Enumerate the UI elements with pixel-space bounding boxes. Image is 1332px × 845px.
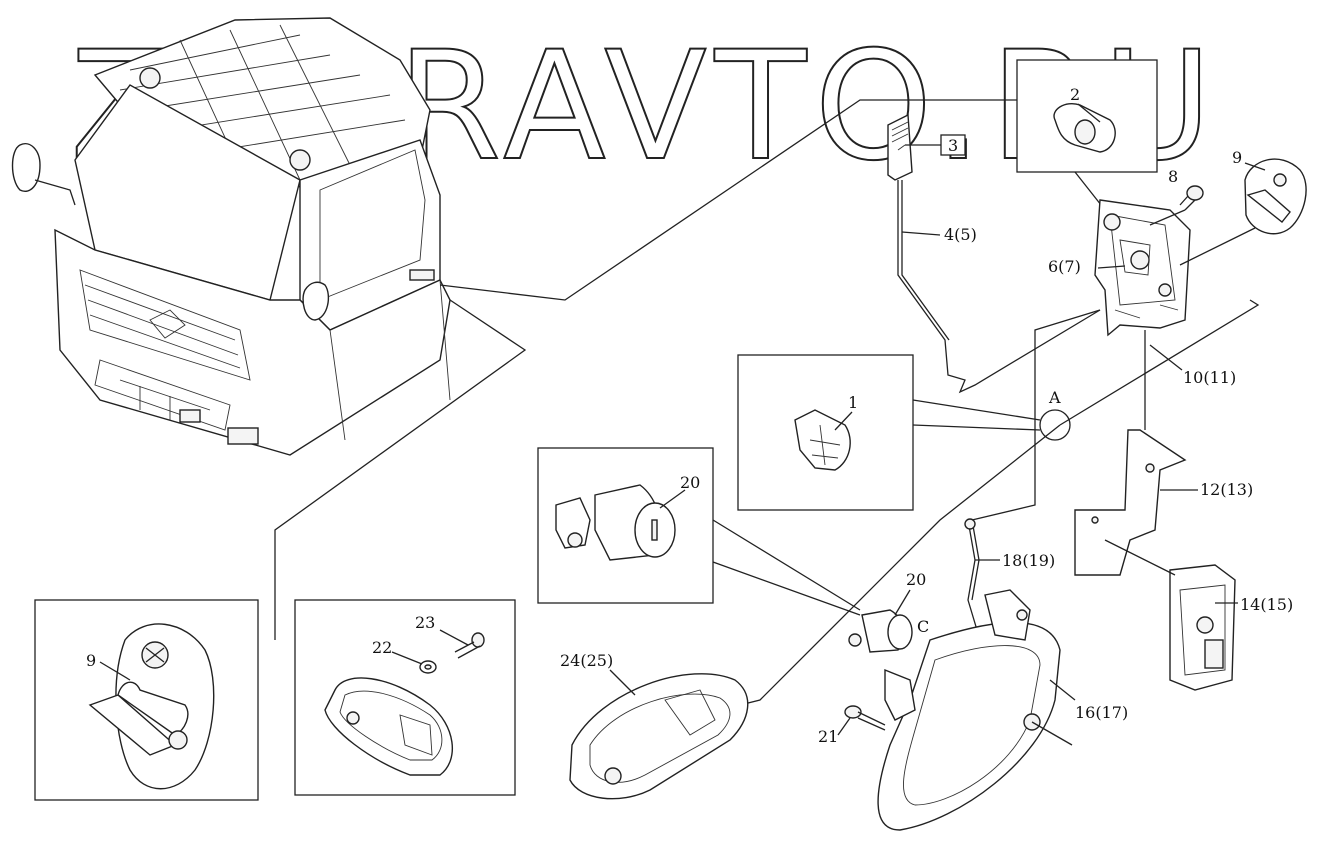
key-cylinder-part-20 <box>848 609 913 653</box>
view-a-marker <box>1039 409 1071 441</box>
inside-lock-knob-part-3 <box>887 113 913 181</box>
callout-view-c: C <box>917 617 929 636</box>
leader-10 <box>1149 344 1183 371</box>
door-striker-part-9 <box>1244 158 1307 235</box>
callout-20-detail: 20 <box>680 473 700 492</box>
lock-rod-4 <box>897 180 1101 394</box>
leader-2 <box>1077 103 1101 123</box>
leader-16-hole <box>1031 721 1073 746</box>
leader-8 <box>1149 209 1186 226</box>
leader-20 <box>894 589 911 616</box>
screw-part-23 <box>454 632 485 659</box>
inside-handle-part-24 <box>569 673 749 800</box>
callout-1: 1 <box>848 393 858 412</box>
handle-cover-part <box>324 677 454 776</box>
callout-12-13: 12(13) <box>1200 480 1253 499</box>
leader-9-to-lock <box>1179 227 1256 266</box>
lock-rod-4b <box>901 180 950 341</box>
leader-4 <box>901 231 941 236</box>
grommet-part-2 <box>1053 103 1116 153</box>
leader-cab-to-handle <box>439 99 1020 301</box>
leader-24 <box>609 669 636 696</box>
leader-9-top <box>1244 162 1266 171</box>
leader-cab-to-striker <box>274 299 527 640</box>
bracket-part-12 <box>1074 429 1187 576</box>
lock-actuator-part-14 <box>1169 564 1236 691</box>
outside-handle-part-16 <box>877 589 1061 831</box>
door-lock-part-6 <box>1094 199 1191 337</box>
callout-24-25: 24(25) <box>560 651 613 670</box>
rod-18-end <box>964 518 976 530</box>
leader-6 <box>1097 265 1126 269</box>
leader-20-detail <box>659 489 686 509</box>
callout-9-top: 9 <box>1232 148 1242 167</box>
callout-22: 22 <box>372 638 392 657</box>
callout-8: 8 <box>1168 167 1178 186</box>
key-cylinder-part-20-detail <box>555 484 676 561</box>
callout-3: 3 <box>948 136 958 155</box>
clip-part-1 <box>794 409 851 471</box>
leader-21 <box>837 717 851 736</box>
callout-20: 20 <box>906 570 926 589</box>
callout-14-15: 14(15) <box>1240 595 1293 614</box>
leader-16 <box>1049 679 1076 701</box>
callout-16-17: 16(17) <box>1075 703 1128 722</box>
screw-part-8 <box>1179 185 1204 211</box>
callout-18-19: 18(19) <box>1002 551 1055 570</box>
callout-23: 23 <box>415 613 435 632</box>
callout-view-a: A <box>1048 388 1061 407</box>
truck-cab-illustration <box>11 17 451 456</box>
leader-1 <box>834 411 853 431</box>
callout-2: 2 <box>1070 85 1080 104</box>
leader-9-bottom <box>99 661 131 681</box>
callout-10-11: 10(11) <box>1183 368 1236 387</box>
leader-18-up <box>971 309 1101 521</box>
leader-14-up <box>1104 539 1176 576</box>
callout-6-7: 6(7) <box>1048 257 1081 276</box>
washer-part-22 <box>419 660 437 674</box>
callout-21: 21 <box>818 727 838 746</box>
leader-23 <box>439 629 469 646</box>
callout-4-5: 4(5) <box>944 225 977 244</box>
leader-view-c <box>712 519 861 616</box>
door-striker-part-9-detail <box>88 623 215 790</box>
callout-9-bottom: 9 <box>86 651 96 670</box>
leader-view-a <box>912 399 1041 431</box>
screw-part-21 <box>844 705 886 731</box>
cable-10 <box>1059 299 1260 426</box>
leader-22 <box>391 651 423 665</box>
